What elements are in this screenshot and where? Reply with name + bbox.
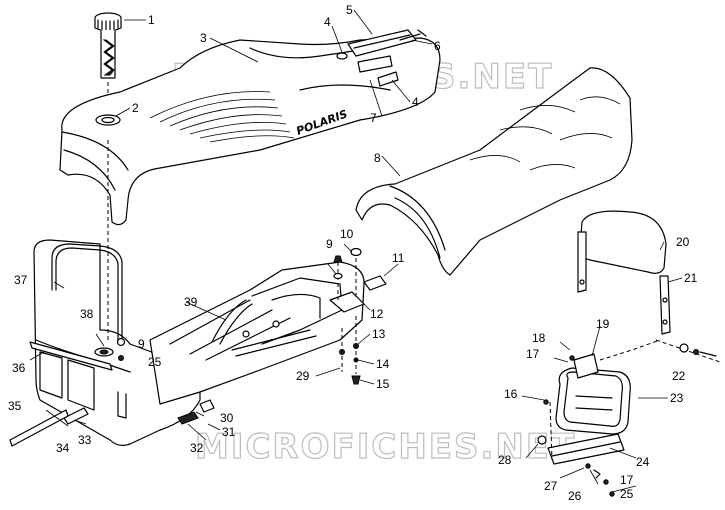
callout-19: 19 [596,317,610,331]
small-fasteners [537,355,615,497]
callout-labels: 1 2 3 4 5 6 4 7 8 9 10 11 12 13 14 15 20… [8,3,698,503]
grommets-9-25 [116,337,126,361]
callout-36: 36 [12,361,26,375]
callout-35: 35 [8,399,22,413]
callout-32: 32 [190,441,204,455]
backrest-part [577,210,671,335]
callout-6: 6 [434,39,441,53]
callout-3: 3 [200,31,207,45]
callout-8: 8 [374,151,381,165]
front-seat-part: POLARIS [59,37,441,226]
callout-9b: 9 [138,337,145,351]
callout-9a: 9 [326,237,333,251]
callout-24: 24 [636,455,650,469]
watermark-bottom: MICROFICHES.NET [195,427,576,467]
callout-20: 20 [676,235,690,249]
callout-27: 27 [544,479,558,493]
callout-25a: 25 [148,355,162,369]
callout-4b: 4 [412,95,419,109]
callout-39: 39 [184,295,198,309]
callout-37: 37 [14,273,28,287]
seat-latch-assembly [336,29,427,87]
callout-30: 30 [220,411,234,425]
callout-5: 5 [346,3,353,17]
callout-1: 1 [148,13,155,27]
callout-10: 10 [340,227,354,241]
callout-7: 7 [370,111,377,125]
callout-38: 38 [80,307,94,321]
callout-26: 26 [568,489,582,503]
leader-lines [29,9,683,493]
luggage-rack-part [547,353,631,465]
callout-16: 16 [504,387,518,401]
callout-25b: 25 [620,487,634,501]
callout-29: 29 [296,369,310,383]
bolt-22 [655,339,721,363]
callout-11: 11 [392,251,405,265]
callout-21: 21 [684,271,698,285]
callout-33: 33 [78,433,92,447]
callout-17a: 17 [526,347,540,361]
callout-4a: 4 [324,15,331,29]
callout-14: 14 [376,357,390,371]
fuel-cap-part [94,12,122,79]
vent-hose-37 [51,243,123,341]
callout-12: 12 [370,307,384,321]
callout-18: 18 [532,331,546,345]
callout-2: 2 [132,101,139,115]
callout-23: 23 [670,391,684,405]
callout-22: 22 [672,369,686,383]
callout-15: 15 [376,377,390,391]
callout-28: 28 [498,453,512,467]
chassis-tray-part [149,261,365,405]
callout-31: 31 [222,425,236,439]
callout-13: 13 [372,327,386,341]
callout-34: 34 [56,441,70,455]
callout-17b: 17 [620,473,634,487]
seat-cover-part [355,67,633,276]
